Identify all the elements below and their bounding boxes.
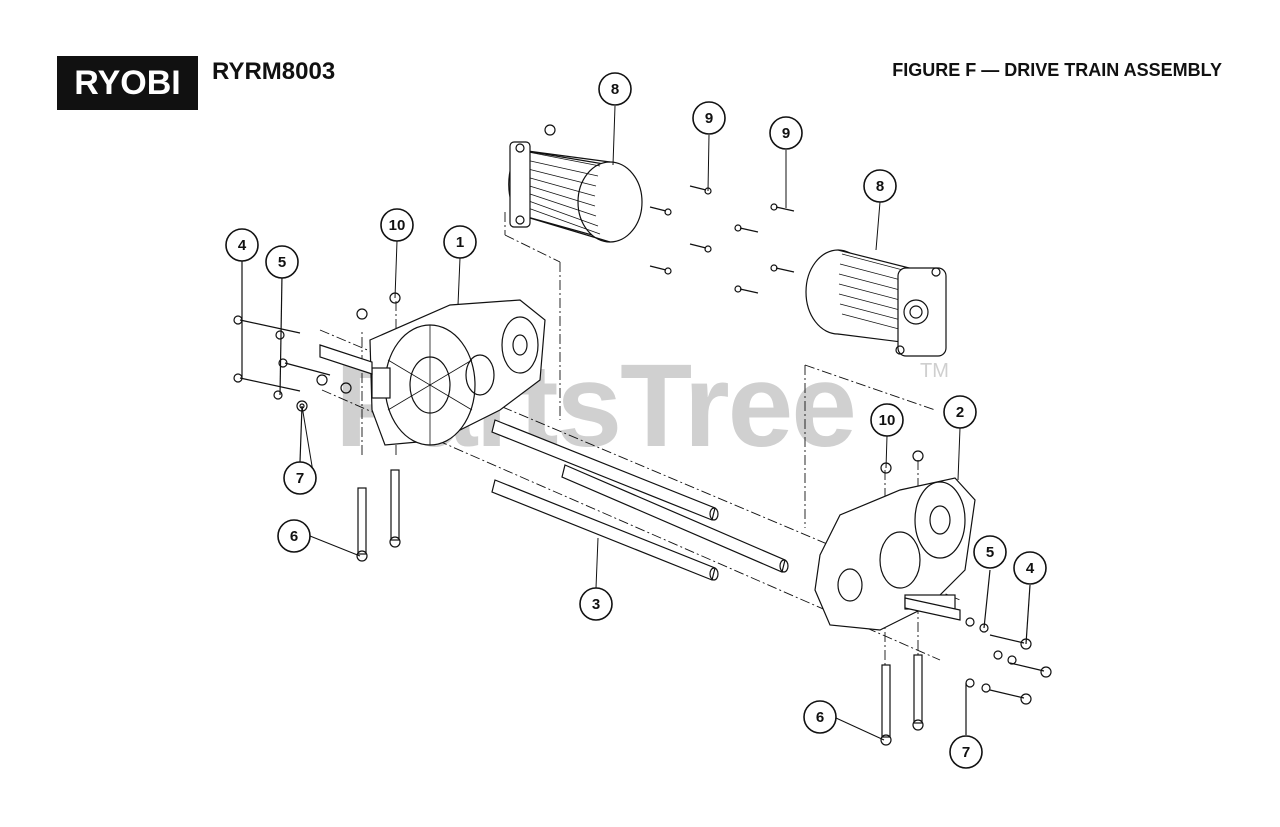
ryobi-logo: RYOBI: [57, 56, 198, 110]
callout-10-left: 10: [380, 208, 414, 242]
motor-right: [805, 249, 947, 357]
right-fasteners: [965, 569, 1052, 735]
callout-circle: [973, 535, 1007, 569]
motor-left: [508, 124, 643, 243]
callout-circle: [803, 700, 837, 734]
callout-circle: [443, 225, 477, 259]
callout-10-right: 10: [870, 403, 904, 437]
callout-circle: [225, 228, 259, 262]
callout-label: 7: [962, 744, 970, 761]
callout-label: 9: [782, 125, 790, 142]
callout-circle: [870, 403, 904, 437]
callout-label: 5: [278, 254, 286, 271]
callout-circle: [283, 461, 317, 495]
callout-3: 3: [579, 587, 613, 621]
callout-label: 9: [705, 110, 713, 127]
callout-circle: [380, 208, 414, 242]
callout-label: 4: [238, 237, 247, 254]
axle-shafts: [319, 344, 961, 621]
callout-circle: [692, 101, 726, 135]
callout-label: 5: [986, 544, 994, 561]
callout-7-left: 7: [283, 461, 317, 495]
callout-circle: [863, 169, 897, 203]
callout-5-right: 5: [973, 535, 1007, 569]
callout-circle: [598, 72, 632, 106]
model-number: RYRM8003: [212, 58, 336, 85]
callout-9-right: 9: [769, 116, 803, 150]
mount-bolts: [356, 469, 924, 746]
logo-text: RYOBI: [74, 64, 181, 102]
callout-label: 8: [611, 81, 619, 98]
callout-4-left: 4: [225, 228, 259, 262]
callout-circle: [943, 395, 977, 429]
gearbox-left: [369, 299, 546, 446]
callout-circle: [265, 245, 299, 279]
callout-circle: [579, 587, 613, 621]
callout-label: 4: [1026, 560, 1035, 577]
gearbox-right: [814, 477, 976, 631]
callout-circle: [949, 735, 983, 769]
figure-title: FIGURE F — DRIVE TRAIN ASSEMBLY: [892, 60, 1222, 80]
callout-circle: [1013, 551, 1047, 585]
leader-lines: [301, 105, 961, 741]
callout-9-left: 9: [692, 101, 726, 135]
callout-circle: [277, 519, 311, 553]
callout-circle: [769, 116, 803, 150]
left-fasteners: [233, 250, 352, 463]
callout-label: 10: [879, 412, 896, 429]
callout-label: 6: [816, 709, 824, 726]
callout-label: 10: [389, 217, 406, 234]
motor-bolts: [649, 185, 795, 294]
callout-label: 7: [296, 470, 304, 487]
callout-8-right: 8: [863, 169, 897, 203]
callout-group: 1 2 3 4 4 5 5 6 6 7 7 8 8 9 9 10 10: [225, 72, 1047, 769]
callout-5-left: 5: [265, 245, 299, 279]
callout-1: 1: [443, 225, 477, 259]
callout-4-right: 4: [1013, 551, 1047, 585]
watermark-tm: TM: [920, 360, 949, 382]
callout-label: 3: [592, 596, 600, 613]
callout-7-right: 7: [949, 735, 983, 769]
callout-6-left: 6: [277, 519, 311, 553]
callout-label: 8: [876, 178, 884, 195]
callout-2: 2: [943, 395, 977, 429]
callout-label: 6: [290, 528, 298, 545]
callout-6-right: 6: [803, 700, 837, 734]
callout-label: 1: [456, 234, 464, 251]
callout-8-left: 8: [598, 72, 632, 106]
callout-label: 2: [956, 404, 964, 421]
